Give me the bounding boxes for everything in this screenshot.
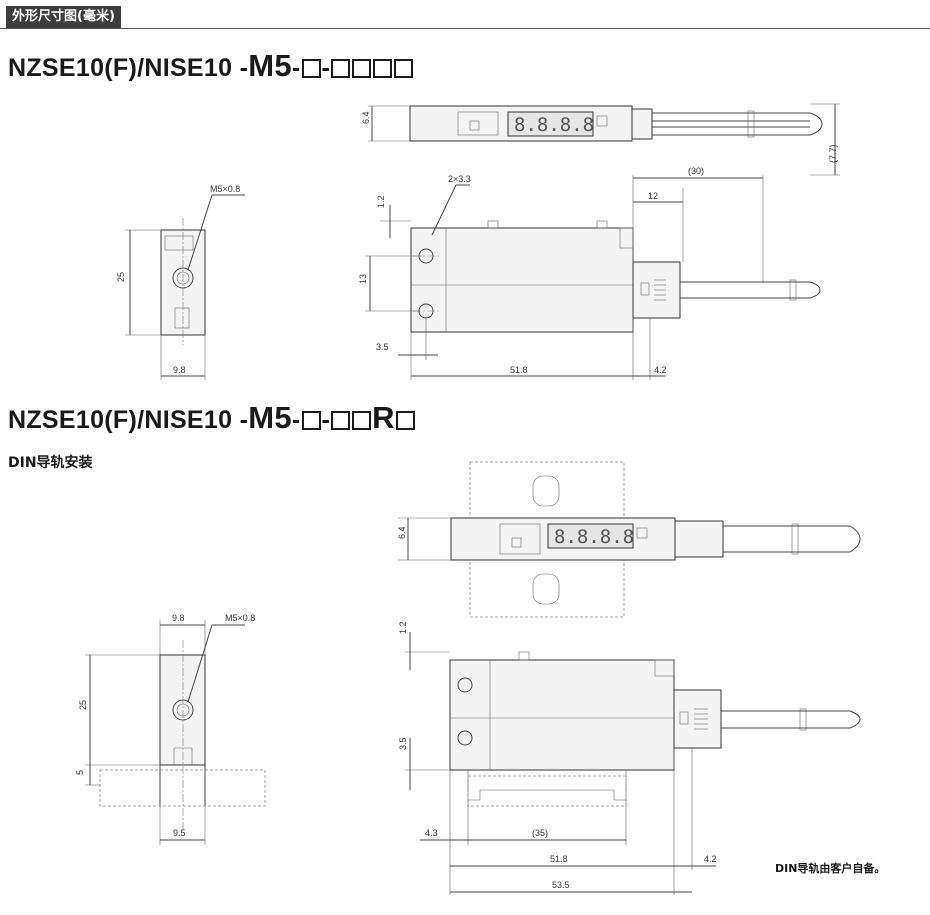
mount-hole-4	[457, 730, 473, 746]
sensor-body-side-1	[410, 227, 634, 333]
model-1-m5: M5	[248, 48, 292, 83]
dim-2x3-3: 2×3.3	[448, 174, 471, 184]
display-window-2	[547, 523, 634, 549]
dim-30: (30)	[688, 166, 704, 176]
dim-9-5: 9.5	[173, 828, 186, 838]
mode-button-icon-1	[469, 120, 480, 131]
model-1-sep2: -	[291, 54, 301, 82]
front-view-2: 9.8 M5×0.8 25 5 9.5	[75, 613, 266, 845]
model-2-box-1	[301, 411, 321, 430]
side-view-1: 1.2 13 2×3.3 3.5 51.8 4.2 (30) 12	[358, 166, 821, 380]
section-tag: 外形尺寸图(毫米)	[6, 6, 121, 28]
display-readout-1: 8.8.8.8	[514, 114, 594, 136]
front-view-1: M5×0.8 25 9.8	[116, 184, 245, 380]
sensor-body-side-2	[449, 659, 675, 771]
model-1-sep3: -	[321, 54, 331, 82]
model-2-box-4	[395, 411, 415, 430]
dim-51-8-bottom: 51.8	[550, 854, 568, 864]
dim-3-5-top: 3.5	[376, 342, 389, 352]
dim-9-8-bottom: 9.8	[172, 613, 185, 623]
dim-13: 13	[358, 274, 368, 284]
din-rail-note: DIN导轨由客户自备。	[775, 862, 886, 875]
dim-25-top: 25	[116, 272, 126, 282]
top-view-1: 8.8.8.8 6.4 (7.7)	[361, 103, 840, 176]
model-title-1: NZSE10(F)/NISE10 -M5--	[8, 48, 414, 84]
dim-9-8-top: 9.8	[173, 365, 186, 375]
dim-m5-top: M5×0.8	[210, 184, 240, 194]
dim-1-2-top: 1.2	[376, 195, 386, 208]
connector-top-2	[674, 520, 724, 558]
model-1-box-3	[352, 59, 372, 78]
dim-6-4-bottom: 6.4	[397, 526, 407, 539]
din-clip	[467, 770, 627, 801]
dim-4-2-top: 4.2	[654, 365, 667, 375]
dim-7-7: (7.7)	[828, 144, 838, 163]
din-rail-section	[99, 769, 266, 807]
mount-hole-3	[457, 677, 473, 693]
model-2-prefix: NZSE10(F)/NISE10	[8, 406, 233, 434]
set-button-icon-1	[596, 115, 608, 127]
dim-35: (35)	[532, 828, 548, 838]
dim-53-5: 53.5	[552, 880, 570, 890]
model-1-box-5	[394, 59, 414, 78]
section-rule	[0, 28, 930, 29]
display-readout-2: 8.8.8.8	[554, 526, 634, 548]
model-2-sep1: -	[239, 406, 249, 434]
model-1-box-1	[301, 59, 321, 78]
dim-4-2-bottom: 4.2	[704, 854, 717, 864]
body-label-panel-1	[457, 111, 499, 136]
dim-6-4-top: 6.4	[361, 111, 371, 124]
model-2-box-3	[352, 411, 372, 430]
model-2-box-2	[331, 411, 351, 430]
connector-top-1	[631, 108, 653, 140]
model-title-2: NZSE10(F)/NISE10 -M5--R	[8, 400, 416, 436]
dim-51-8-top: 51.8	[510, 365, 528, 375]
model-1-prefix: NZSE10(F)/NISE10	[8, 54, 233, 82]
dim-5: 5	[75, 770, 85, 775]
din-mount-label: DIN导轨安装	[8, 455, 93, 471]
dim-m5-bottom: M5×0.8	[225, 613, 255, 623]
model-2-sep3: -	[321, 406, 331, 434]
dim-4-3: 4.3	[425, 828, 438, 838]
dim-3-5-bottom: 3.5	[398, 737, 408, 750]
model-1-box-2	[331, 59, 351, 78]
model-2-m5: M5	[248, 400, 292, 435]
model-1-sep1: -	[239, 54, 249, 82]
side-view-2: 1.2 3.5 4.3 (35) 51.8 4.2 53.5	[398, 621, 861, 895]
model-1-box-4	[373, 59, 393, 78]
model-2-r: R	[372, 400, 395, 435]
sensor-front-2	[159, 654, 206, 766]
top-view-2: 8.8.8.8 6.4	[397, 461, 861, 618]
display-window-1	[507, 111, 594, 137]
dim-12: 12	[648, 191, 658, 201]
dim-1-2-bottom: 1.2	[398, 621, 408, 634]
model-2-sep2: -	[291, 406, 301, 434]
dim-25-bottom: 25	[78, 700, 88, 710]
